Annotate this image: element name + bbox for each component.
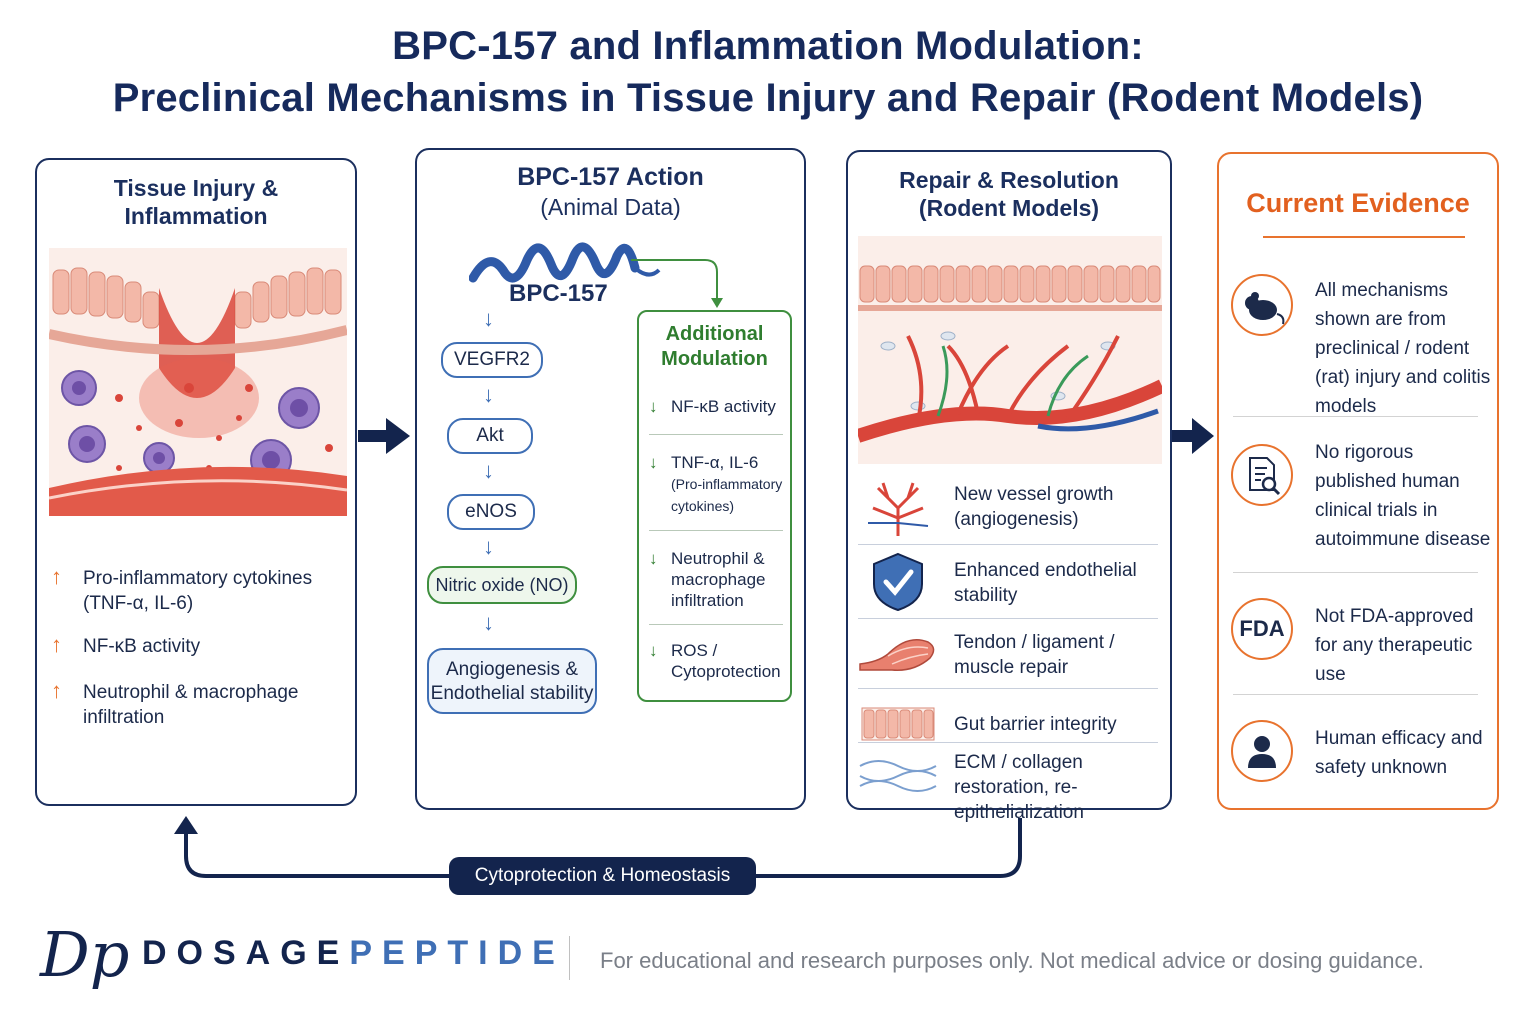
divider xyxy=(858,544,1158,545)
tissue-injury-panel: Tissue Injury & Inflammation ↑ Pro xyxy=(35,158,357,806)
node-angiogenesis: Angiogenesis & Endothelial stability xyxy=(427,648,597,714)
evidence-item-unknown: Human efficacy and safety unknown xyxy=(1231,718,1493,838)
down-arrow-icon: ↓ xyxy=(483,382,494,407)
down-arrow-icon: ↓ xyxy=(483,306,494,331)
additional-modulation-box: Additional Modulation ↓ NF-κB activity ↓… xyxy=(637,310,792,702)
down-arrow-icon: ↓ xyxy=(649,453,658,472)
collagen-icon xyxy=(859,760,937,792)
node-akt: Akt xyxy=(447,418,533,454)
repair-item-angiogenesis: New vessel growth (angiogenesis) xyxy=(858,478,1158,540)
node-enos: eNOS xyxy=(447,494,535,530)
title-underline xyxy=(1263,236,1465,238)
disclaimer-text: For educational and research purposes on… xyxy=(600,948,1424,973)
bpc157-action-panel: BPC-157 Action (Animal Data) BPC-157 ↓ V… xyxy=(415,148,806,810)
page-title-line2: Preclinical Mechanisms in Tissue Injury … xyxy=(112,76,1424,120)
up-arrow-icon: ↑ xyxy=(51,632,62,657)
repair-resolution-title: Repair & Resolution (Rodent Models) xyxy=(899,167,1119,221)
evidence-item-fda: FDA Not FDA-approved for any therapeutic… xyxy=(1231,594,1493,714)
evidence-item-preclinical: All mechanisms shown are from preclinica… xyxy=(1231,270,1493,417)
down-arrow-icon: ↓ xyxy=(483,458,494,483)
down-arrow-icon: ↓ xyxy=(649,641,658,660)
peptide-label: BPC-157 xyxy=(509,280,608,307)
divider xyxy=(1233,694,1478,695)
fda-icon: FDA xyxy=(1231,598,1293,660)
divider xyxy=(858,688,1158,689)
divider xyxy=(1233,572,1478,573)
additional-modulation-title: Additional Modulation xyxy=(661,323,768,370)
divider xyxy=(649,434,783,435)
flow-arrow-right-icon xyxy=(1172,418,1214,454)
gut-barrier-icon xyxy=(861,707,935,741)
brand-name: DOSAGEPEPTIDE xyxy=(142,934,565,972)
current-evidence-title: Current Evidence xyxy=(1246,188,1470,218)
brand-logo: Dp xyxy=(40,918,130,991)
node-vegfr2: VEGFR2 xyxy=(441,342,543,378)
vessel-icon xyxy=(868,482,929,536)
down-arrow-icon: ↓ xyxy=(649,397,658,416)
repair-item-tendon: Tendon / ligament / muscle repair xyxy=(858,624,1158,686)
footer-divider xyxy=(569,936,570,980)
rat-icon xyxy=(1231,274,1293,336)
tissue-injury-title: Tissue Injury & Inflammation xyxy=(113,175,279,229)
flow-arrow-right-icon xyxy=(358,418,410,454)
person-icon xyxy=(1231,720,1293,782)
down-arrow-icon: ↓ xyxy=(483,610,494,635)
repair-resolution-panel: Repair & Resolution (Rodent Models) xyxy=(846,150,1172,823)
bpc157-action-title: BPC-157 Action (Animal Data) xyxy=(517,163,704,220)
shield-check-icon xyxy=(873,552,923,612)
muscle-icon xyxy=(859,639,935,671)
repair-item-endothelial: Enhanced endothelial stability xyxy=(858,552,1158,614)
healed-tissue-illustration xyxy=(858,236,1162,464)
up-arrow-icon: ↑ xyxy=(51,678,62,703)
down-arrow-icon: ↓ xyxy=(649,549,658,568)
peptide-helix-icon xyxy=(469,242,723,308)
repair-item-ecm: ECM / collagen restoration, re-epithelia… xyxy=(858,746,1158,823)
divider xyxy=(649,624,783,625)
inflamed-tissue-illustration xyxy=(49,248,347,516)
divider xyxy=(858,618,1158,619)
cytoprotection-homeostasis-label: Cytoprotection & Homeostasis xyxy=(449,857,756,895)
divider xyxy=(858,742,1158,743)
document-search-icon xyxy=(1231,444,1293,506)
node-nitric-oxide: Nitric oxide (NO) xyxy=(427,566,577,604)
divider xyxy=(649,530,783,531)
evidence-item-no-trials: No rigorous published human clinical tri… xyxy=(1231,440,1493,560)
page-title-line1: BPC-157 and Inflammation Modulation: xyxy=(392,24,1144,68)
up-arrow-icon: ↑ xyxy=(51,564,62,589)
divider xyxy=(1233,416,1478,417)
repair-item-gut-barrier: Gut barrier integrity xyxy=(858,694,1158,756)
down-arrow-icon: ↓ xyxy=(483,534,494,559)
current-evidence-panel: Current Evidence All mechanisms shown ar… xyxy=(1217,152,1499,810)
